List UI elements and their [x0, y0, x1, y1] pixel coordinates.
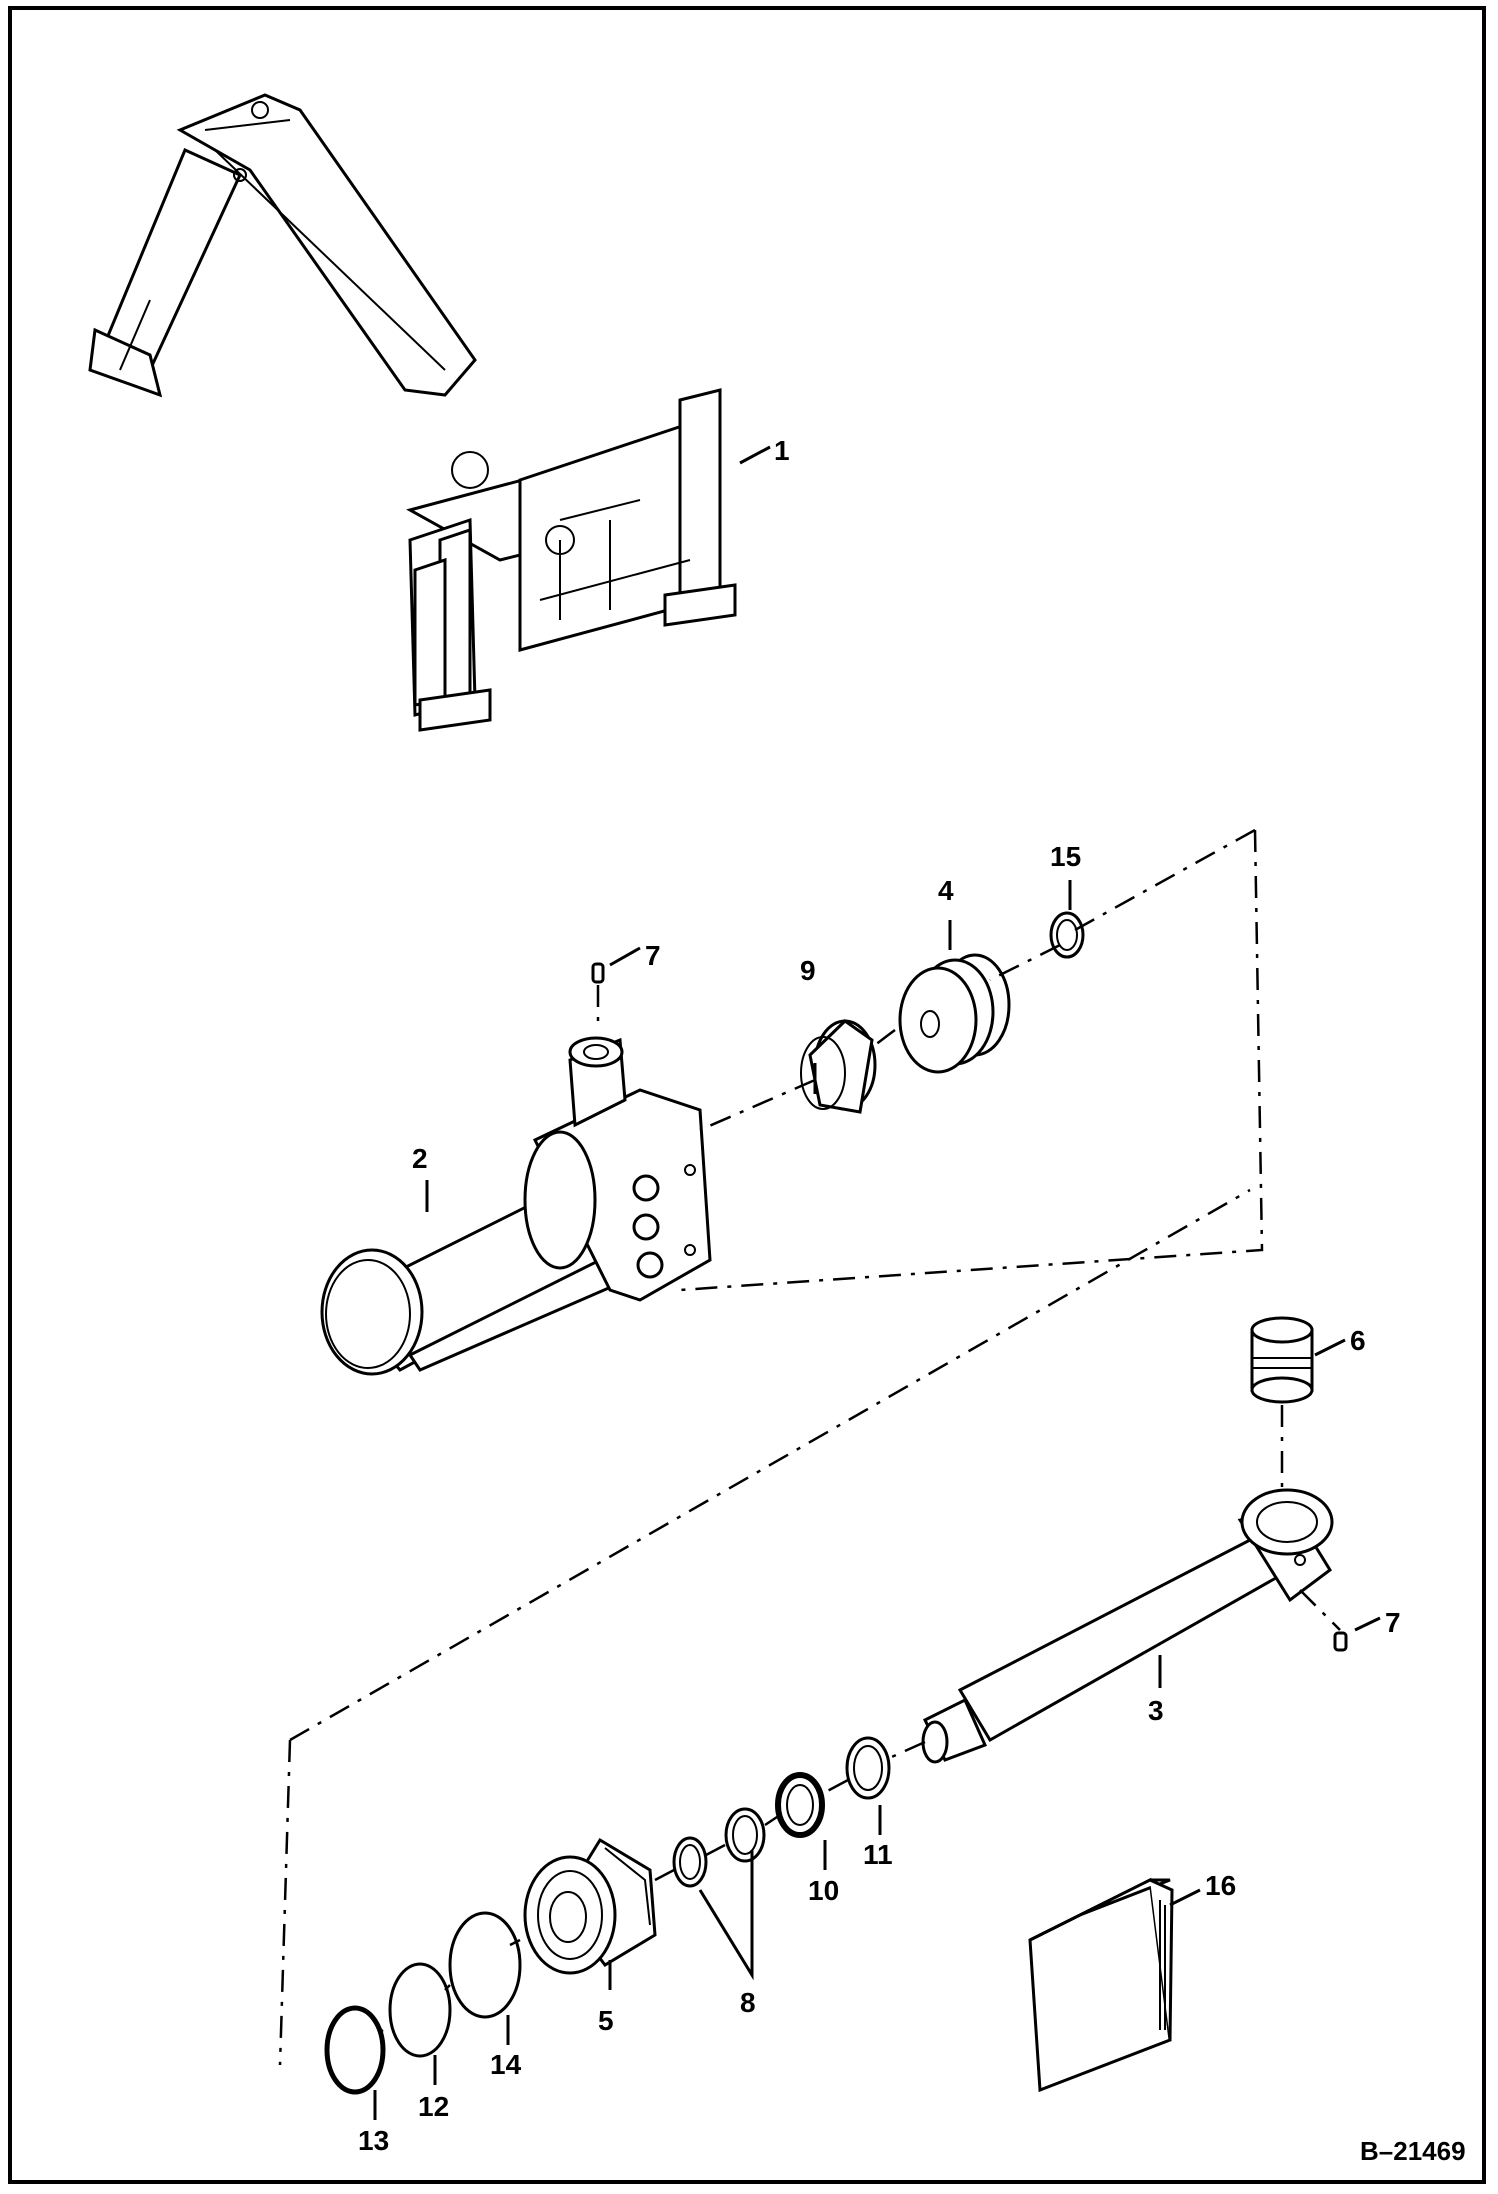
o-ring-12 — [388, 1962, 452, 2058]
callout-6: 6 — [1350, 1325, 1366, 1356]
callout-9: 9 — [800, 955, 816, 986]
callout-15: 15 — [1050, 841, 1081, 872]
assembly-center-lines — [278, 828, 1341, 2066]
cylinder-rod — [921, 1488, 1334, 1764]
leader-6 — [1314, 1338, 1346, 1357]
leader-7a — [609, 946, 641, 967]
callout-4: 4 — [938, 875, 954, 906]
o-ring-14 — [448, 1911, 522, 2019]
callout-13: 13 — [358, 2125, 389, 2156]
callout-1: 1 — [774, 435, 790, 466]
callout-2: 2 — [412, 1143, 428, 1174]
leader-16 — [1169, 1888, 1201, 1907]
o-ring-13 — [324, 2005, 386, 2095]
callout-7-upper: 7 — [645, 940, 661, 971]
callout-5: 5 — [598, 2005, 614, 2036]
leader-8 — [698, 1850, 754, 1981]
callout-16: 16 — [1205, 1870, 1236, 1901]
seal-ring-10 — [775, 1772, 825, 1838]
seal-ring-8-a — [672, 1836, 708, 1888]
leader-7b — [1354, 1616, 1381, 1632]
seal-kit-box-16 — [1028, 1877, 1174, 2093]
callout-8: 8 — [740, 1987, 756, 2018]
cylinder-head — [523, 1837, 657, 1975]
callout-labels: 1 2 3 4 5 6 7 7 8 9 10 11 12 13 14 15 16 — [358, 435, 1401, 2156]
callout-7-lower: 7 — [1385, 1607, 1401, 1638]
grease-fitting-7-lower — [1333, 1631, 1348, 1652]
seal-ring-8-b — [724, 1807, 766, 1863]
seal-ring-9 — [800, 1019, 877, 1114]
drawing-border — [8, 6, 1486, 2184]
piston — [898, 953, 1011, 1074]
seal-ring-11 — [845, 1736, 891, 1800]
callout-12: 12 — [418, 2091, 449, 2122]
callout-3: 3 — [1148, 1695, 1164, 1726]
bushing-6 — [1250, 1316, 1314, 1404]
callout-10: 10 — [808, 1875, 839, 1906]
figure-number: B–21469 — [1360, 2136, 1466, 2166]
snap-ring-15 — [1049, 911, 1085, 959]
grease-fitting-7-upper — [591, 962, 605, 984]
callout-14: 14 — [490, 2049, 522, 2080]
leader-1 — [739, 445, 771, 465]
leader-lines — [373, 445, 1381, 2120]
cylinder-barrel — [320, 1036, 712, 1376]
backhoe-attachment — [88, 93, 737, 732]
callout-11: 11 — [863, 1839, 893, 1870]
